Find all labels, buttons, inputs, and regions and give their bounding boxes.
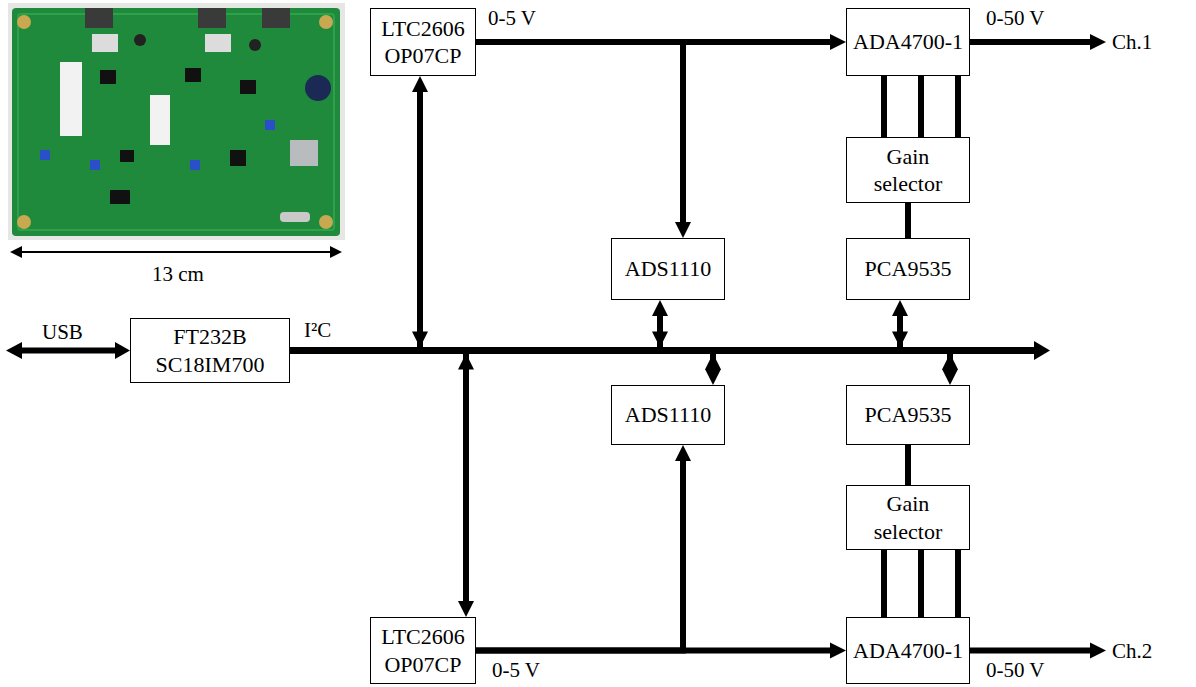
- arrow-head: [942, 354, 958, 370]
- connector: [908, 445, 909, 485]
- connector: [884, 76, 885, 137]
- edge-label: 0-5 V: [486, 6, 538, 30]
- block-box: LTC2606 OP07CP: [370, 8, 476, 76]
- block-box: ADS1110: [611, 238, 725, 300]
- box-text: Gain selector: [853, 143, 963, 198]
- connector: [884, 550, 885, 617]
- box-text: PCA9535: [865, 401, 952, 429]
- block-box: ADA4700-1: [846, 617, 970, 684]
- signal-label: USB: [40, 320, 85, 344]
- connector: [290, 300, 668, 351]
- arrow-head: [458, 601, 474, 617]
- block-box: PCA9535: [846, 238, 970, 300]
- arrow-head: [675, 445, 691, 461]
- block-box: Gain selector: [846, 485, 970, 550]
- block-box: FT232B SC18IM700: [130, 318, 290, 383]
- box-text: LTC2606 OP07CP: [377, 15, 469, 70]
- arrow-head: [892, 300, 908, 316]
- box-text: ADA4700-1: [853, 637, 963, 665]
- connector-line: [881, 76, 887, 137]
- block-box: PCA9535: [846, 385, 970, 445]
- connector-line: [476, 42, 683, 224]
- connector: [958, 76, 959, 137]
- box-text: Gain selector: [853, 490, 963, 545]
- box-text: LTC2606 OP07CP: [377, 623, 469, 678]
- arrow-head: [412, 332, 428, 348]
- signal-label: 13 cm: [150, 262, 206, 286]
- signal-label: I²C: [302, 318, 333, 342]
- usb-arrow: [6, 342, 130, 359]
- arrow-head: [458, 354, 474, 370]
- block-box: LTC2606 OP07CP: [370, 617, 476, 684]
- connector: [290, 351, 958, 386]
- box-text: ADA4700-1: [853, 28, 963, 56]
- connector: [476, 42, 691, 238]
- box-text: ADS1110: [625, 255, 711, 283]
- output-arrow: [970, 34, 1106, 659]
- connector: [290, 300, 908, 351]
- arrow-head: [892, 332, 908, 348]
- connector-line: [918, 550, 924, 617]
- block-box: Gain selector: [846, 137, 970, 203]
- connector: [908, 203, 909, 238]
- connector: [290, 351, 721, 386]
- connector: [921, 76, 922, 137]
- connector-line: [905, 203, 911, 238]
- edge-label: 0-5 V: [490, 658, 542, 682]
- connector: [921, 550, 922, 617]
- board-photo: [8, 3, 345, 240]
- connector: [290, 351, 474, 618]
- connector-line: [290, 351, 950, 372]
- arrow-head: [652, 332, 668, 348]
- connector: [290, 76, 428, 351]
- arrow-head: [830, 34, 846, 50]
- connector-line: [918, 76, 924, 137]
- connector-line: [881, 550, 887, 617]
- box-text: PCA9535: [865, 255, 952, 283]
- connector-line: [955, 550, 961, 617]
- arrow-head: [942, 369, 958, 385]
- block-box: ADS1110: [611, 385, 725, 445]
- connector-line: [290, 351, 713, 372]
- block-box: ADA4700-1: [846, 8, 970, 76]
- arrow-head: [675, 222, 691, 238]
- connector-line: [905, 445, 911, 485]
- connector: [958, 550, 959, 617]
- connector-line: [476, 459, 683, 651]
- signal-label: 0-50 V: [984, 658, 1047, 682]
- signal-label: 0-50 V: [984, 6, 1047, 30]
- connector: [476, 445, 691, 651]
- box-text: ADS1110: [625, 401, 711, 429]
- connector-line: [290, 314, 660, 351]
- connector-line: [290, 314, 900, 351]
- arrow-head: [705, 354, 721, 370]
- arrow-head: [652, 300, 668, 316]
- arrow-head: [705, 369, 721, 385]
- arrow-head: [830, 643, 846, 659]
- connector-line: [290, 90, 420, 351]
- box-text: FT232B SC18IM700: [137, 323, 283, 378]
- connector-line: [290, 351, 466, 604]
- arrow-head: [412, 76, 428, 92]
- signal-label: Ch.1: [1110, 30, 1154, 54]
- dimension-line: [10, 246, 342, 258]
- signal-label: Ch.2: [1110, 639, 1154, 663]
- connector-line: [955, 76, 961, 137]
